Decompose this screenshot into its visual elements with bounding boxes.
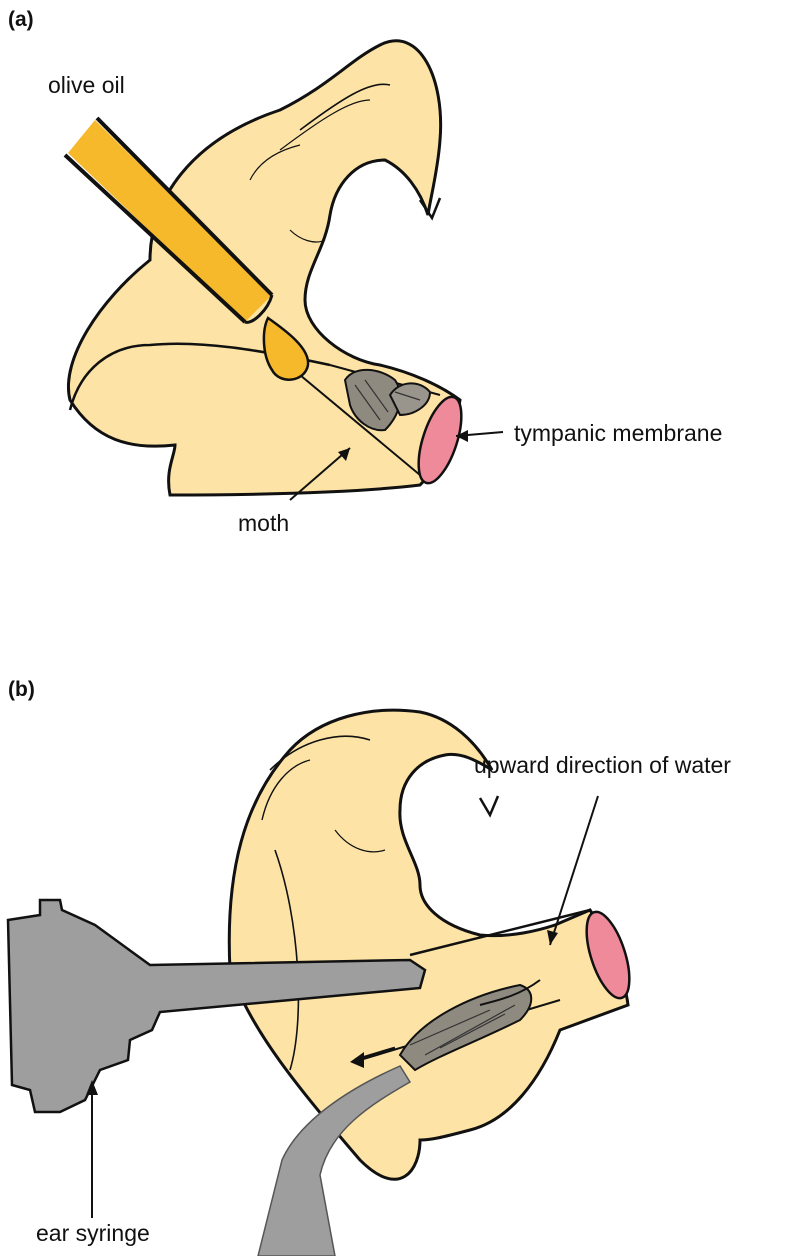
- upward-direction-of-water-label: upward direction of water: [474, 752, 731, 779]
- panel-a: (a): [0, 0, 794, 600]
- panel-b: (b) upward direction of water e: [0, 600, 794, 1256]
- ear-illustration-b: [0, 600, 794, 1256]
- moth-label: moth: [238, 510, 289, 537]
- tympanic-membrane-label: tympanic membrane: [514, 420, 722, 447]
- olive-oil-label: olive oil: [48, 72, 125, 99]
- ear-syringe-label: ear syringe: [36, 1220, 150, 1247]
- ear-pinna-a: [68, 41, 460, 495]
- ear-pinna-b: [229, 710, 628, 1179]
